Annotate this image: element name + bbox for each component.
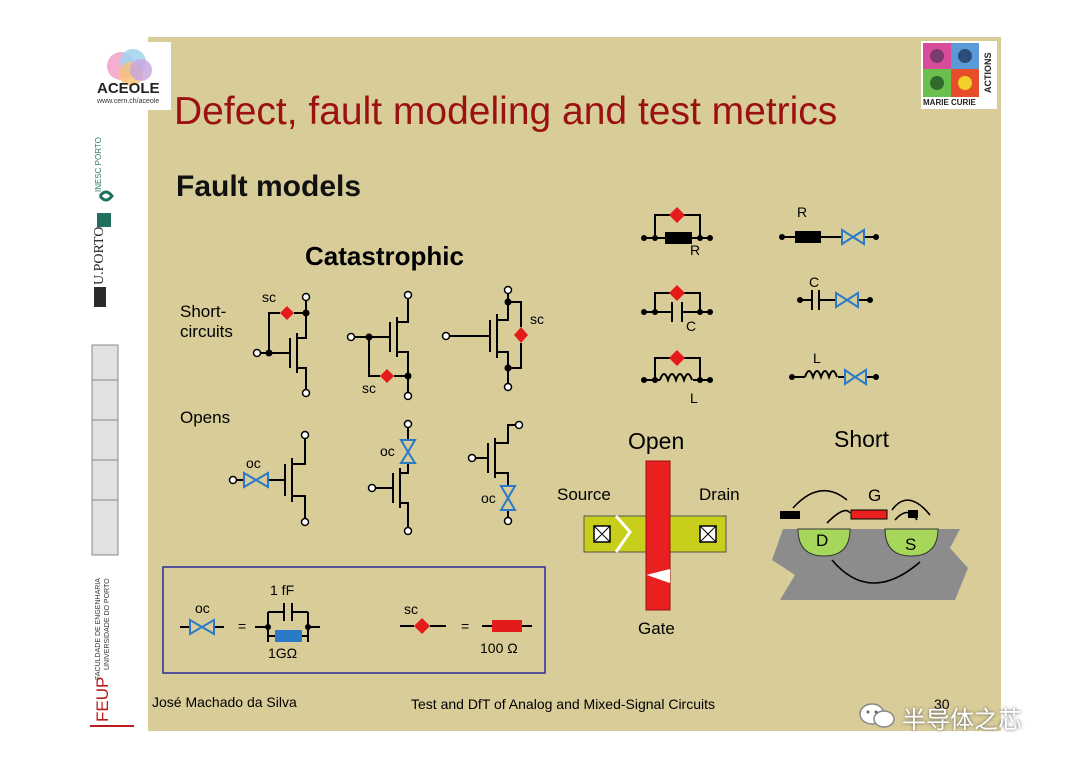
short-g-label: G (868, 486, 882, 505)
param-c-2: C (809, 274, 820, 290)
gate-label: Gate (638, 619, 675, 638)
legend-sc: sc (404, 601, 418, 617)
legend-equals-1: = (238, 618, 247, 634)
open-title: Open (628, 428, 685, 454)
slide-title: Defect, fault modeling and test metrics (174, 90, 838, 133)
watermark: 半导体之芯 (858, 700, 1022, 735)
legend-box (162, 566, 546, 674)
legend-equals-2: = (461, 618, 470, 634)
marie-curie-text: MARIE CURIE (923, 98, 976, 107)
marie-curie-logo: MARIE CURIE ACTIONS (921, 41, 997, 109)
sc-diamonds (280, 306, 528, 383)
watermark-text: 半导体之芯 (902, 707, 1022, 734)
legend-oc: oc (195, 600, 210, 616)
aceole-circles (107, 49, 152, 86)
sc-transistor-3 (448, 293, 522, 384)
legend-cap: 1 fF (270, 582, 295, 598)
short-cross-section (772, 489, 968, 600)
footer-author: José Machado da Silva (152, 694, 297, 710)
legend-res: 1GΩ (268, 645, 298, 661)
aceole-name: ACEOLE (97, 80, 160, 97)
sc-label-3: sc (530, 311, 544, 327)
param-c-1: C (686, 318, 697, 334)
sc-transistor-1 (260, 300, 307, 390)
sc-label-2: sc (362, 380, 376, 396)
slide-background (80, 37, 1001, 731)
param-l-2: L (813, 350, 821, 366)
oc-transistor-2 (375, 427, 409, 528)
oc-transistor-3 (475, 424, 516, 518)
slide-subtitle: Fault models (176, 170, 362, 203)
aceole-logo: ACEOLE www.cern.ch/aceole (87, 42, 171, 110)
short-s-label: S (905, 535, 917, 554)
oc-transistor-1 (236, 438, 306, 519)
oc-label-2: oc (380, 443, 395, 459)
short-title: Short (834, 426, 889, 452)
source-label: Source (557, 485, 611, 504)
catastrophic-heading: Catastrophic (305, 241, 464, 271)
legend-sc-res: 100 Ω (480, 640, 518, 656)
footer-course: Test and DfT of Analog and Mixed-Signal … (411, 696, 716, 712)
opens-label: Opens (180, 408, 231, 427)
param-r-1: R (690, 242, 701, 258)
wechat-icon (859, 703, 895, 728)
drain-label: Drain (699, 485, 740, 504)
param-r-2: R (797, 204, 808, 220)
param-l-1: L (690, 390, 698, 406)
open-layout (583, 460, 727, 611)
aceole-url: www.cern.ch/aceole (97, 98, 160, 105)
sc-label-1: sc (262, 289, 276, 305)
sc-transistor-2 (353, 298, 409, 393)
short-circuits-label: Short- circuits (180, 302, 233, 341)
short-d-label: D (816, 531, 829, 550)
oc-label-3: oc (481, 490, 496, 506)
oc-label-1: oc (246, 455, 261, 471)
oc-bowties (243, 439, 517, 511)
footer-page: 30 (934, 696, 950, 712)
